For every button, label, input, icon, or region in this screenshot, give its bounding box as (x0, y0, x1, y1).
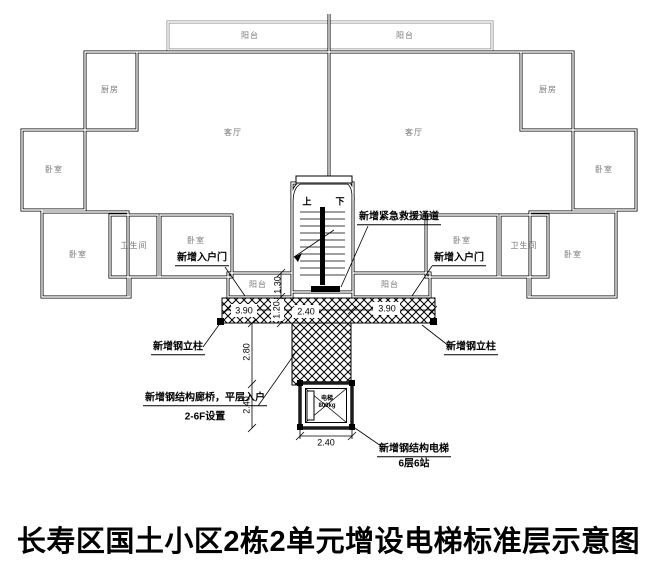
room-label-bedroom-low-right: 卧室 (564, 250, 582, 259)
room-label-bedroom-mid-right: 卧室 (595, 165, 613, 174)
leader-lines (202, 225, 450, 447)
room-label-bath-right: 卫生间 (510, 241, 538, 250)
elevator-door (306, 390, 315, 421)
room-label-balcony-top-left: 阳台 (241, 31, 259, 40)
room-label-balcony-low-right: 阳台 (381, 280, 399, 289)
annotation-new-elevator: 新增钢结构电梯 (377, 443, 451, 457)
room-label-balcony-top-right: 阳台 (396, 31, 414, 40)
rescue-passage-door (311, 286, 340, 292)
annotation-column-left: 新增钢立柱 (151, 341, 205, 355)
corridor-hatch (291, 322, 352, 386)
dimension-lines (222, 268, 438, 441)
dim-bay-right: 3.90 (378, 303, 396, 314)
room-label-bath-left: 卫生间 (120, 241, 148, 250)
room-label-living-right: 客厅 (405, 128, 423, 137)
room-label-bedroom-mid-left: 卧室 (45, 165, 63, 174)
room-label-bedroom-in-right: 卧室 (453, 236, 471, 245)
new-structure-hatch (221, 297, 436, 386)
annotation-entry-door-left: 新增入户门 (175, 252, 229, 266)
drawing-title: 长寿区国土小区2栋2单元增设电梯标准层示意图 (16, 526, 641, 558)
stair-divider (320, 207, 325, 285)
dim-bay-left: 3.90 (235, 305, 253, 316)
steel-column-markers (217, 318, 437, 325)
annotation-entry-door-right: 新增入户门 (432, 252, 486, 266)
dim-balcony-depth: 1.30 (272, 276, 283, 294)
elevator-name-label: 电梯 (320, 396, 334, 402)
annotation-column-right: 新增钢立柱 (444, 341, 498, 355)
wall-outlines (20, 14, 638, 299)
room-label-bedroom-in-left: 卧室 (187, 236, 205, 245)
annotation-elevator-stops: 6层6站 (398, 458, 430, 470)
dim-shaft-width: 2.40 (317, 437, 335, 448)
stair-lintel (295, 175, 353, 184)
stair-up-label: 上 (302, 196, 312, 207)
dim-bay-center: 2.40 (297, 306, 315, 317)
annotation-bridge-floors: 2-6F设置 (184, 411, 226, 423)
room-label-living-left: 客厅 (224, 128, 242, 137)
stair-down-label: 下 (335, 196, 345, 207)
dim-walkway-depth: 1.20 (271, 301, 282, 319)
room-label-balcony-low-left: 阳台 (249, 280, 267, 289)
staircase (293, 207, 345, 292)
annotation-rescue-passage: 新增紧急救援通道 (357, 211, 441, 225)
annotation-bridge: 新增钢结构廊桥，平层入户 (143, 392, 267, 406)
floor-plan-drawing (20, 14, 638, 447)
elevator-capacity-label: 800kg (318, 403, 336, 409)
elevator-shaft (297, 380, 355, 430)
stair-direction-arrow (293, 229, 335, 258)
room-label-kitchen-right: 厨房 (539, 85, 557, 94)
dim-corridor-len: 2.80 (241, 343, 252, 361)
room-label-kitchen-left: 厨房 (101, 85, 119, 94)
room-label-bedroom-low-left: 卧室 (69, 250, 87, 259)
